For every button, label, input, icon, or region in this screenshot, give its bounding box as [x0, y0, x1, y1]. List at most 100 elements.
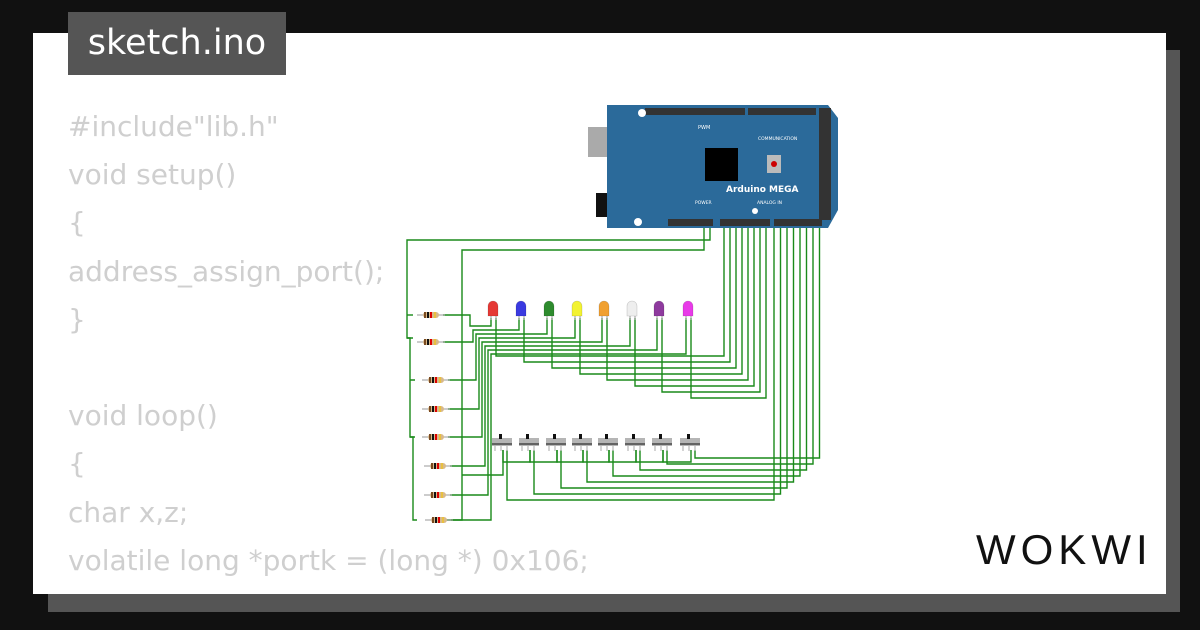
communication-label: COMMUNICATION	[758, 136, 797, 142]
wire	[551, 226, 737, 369]
resistor-band	[437, 492, 439, 498]
wire	[495, 226, 725, 357]
resistor-band	[424, 339, 426, 345]
header-analog-2	[774, 219, 822, 226]
wire	[690, 226, 767, 399]
resistor-band	[432, 434, 434, 440]
switch-knob	[659, 434, 662, 439]
switch-knob	[579, 434, 582, 439]
mount-hole	[638, 109, 646, 117]
wire	[666, 226, 814, 465]
wire	[560, 226, 788, 489]
switch-body	[546, 438, 566, 446]
resistor-band	[441, 463, 443, 469]
resistor	[422, 434, 450, 440]
header-power	[668, 219, 713, 226]
resistor-band	[430, 312, 432, 318]
wire	[612, 226, 801, 477]
arduino-mega-board: Arduino MEGA PWM COMMUNICATION POWER ANA…	[588, 105, 838, 228]
switch-knob	[687, 434, 690, 439]
switch-body	[680, 438, 700, 446]
slide-switch	[598, 434, 618, 451]
resistor	[425, 517, 453, 523]
wire	[579, 226, 743, 375]
switch-knob	[526, 434, 529, 439]
switch-body	[519, 438, 539, 446]
header-top-2	[748, 108, 816, 115]
led-body	[626, 300, 638, 317]
resistor-band	[439, 377, 441, 383]
reset-button-cap	[771, 161, 777, 167]
resistor-band	[437, 463, 439, 469]
led-body	[682, 300, 694, 317]
resistor	[417, 339, 445, 345]
code-line: {	[68, 206, 86, 240]
code-line: void setup()	[68, 158, 237, 192]
mount-hole	[752, 208, 758, 214]
switch-knob	[499, 434, 502, 439]
header-analog-1	[720, 219, 770, 226]
code-line: char x,z;	[68, 495, 189, 529]
wire	[639, 226, 808, 471]
resistor-band	[432, 517, 434, 523]
resistor-band	[442, 517, 444, 523]
resistor	[417, 312, 445, 318]
resistor	[422, 406, 450, 412]
mount-hole	[634, 218, 642, 226]
slide-switch	[572, 434, 592, 451]
led-body	[487, 300, 499, 317]
resistor-band	[435, 517, 437, 523]
wire	[694, 226, 821, 459]
wire	[450, 318, 658, 496]
switch-body	[598, 438, 618, 446]
wire	[448, 318, 548, 381]
led-body	[571, 300, 583, 317]
resistor-band	[438, 517, 440, 523]
switch-body	[652, 438, 672, 446]
wire	[406, 226, 711, 339]
led	[598, 300, 610, 320]
resistor-band	[427, 312, 429, 318]
slide-switch	[625, 434, 645, 451]
switch-knob	[553, 434, 556, 439]
led	[515, 300, 527, 320]
power-label: POWER	[695, 200, 712, 206]
led-body	[653, 300, 665, 317]
wire	[586, 226, 795, 483]
wire	[606, 226, 749, 381]
wire	[634, 226, 755, 387]
code-line: address_assign_port();	[68, 254, 385, 288]
resistor-band	[434, 492, 436, 498]
resistor-band	[430, 339, 432, 345]
led	[626, 300, 638, 320]
switch-knob	[605, 434, 608, 439]
resistor-band	[434, 339, 436, 345]
resistor-band	[431, 463, 433, 469]
wire	[662, 450, 692, 463]
wokwi-logo: WOKWI	[976, 526, 1153, 573]
switch-knob	[632, 434, 635, 439]
sketch-filename-tag: sketch.ino	[68, 12, 286, 75]
wire	[443, 318, 520, 343]
resistor-band	[429, 434, 431, 440]
switch-body	[572, 438, 592, 446]
led	[653, 300, 665, 320]
led	[543, 300, 555, 320]
wire	[523, 226, 731, 363]
wire	[407, 337, 415, 438]
pwm-label: PWM	[698, 125, 710, 131]
analog-in-label: ANALOG IN	[757, 200, 782, 206]
slide-switch	[492, 434, 512, 451]
resistor-band	[435, 377, 437, 383]
resistor-band	[434, 312, 436, 318]
slide-switch	[546, 434, 566, 451]
code-line: volatile long *portk = (long *) 0x106;	[68, 543, 589, 577]
resistor	[422, 377, 450, 383]
resistor-band	[434, 463, 436, 469]
wire	[661, 226, 761, 393]
code-line: {	[68, 447, 86, 481]
header-right	[819, 108, 831, 220]
wires	[406, 226, 821, 521]
led	[682, 300, 694, 320]
